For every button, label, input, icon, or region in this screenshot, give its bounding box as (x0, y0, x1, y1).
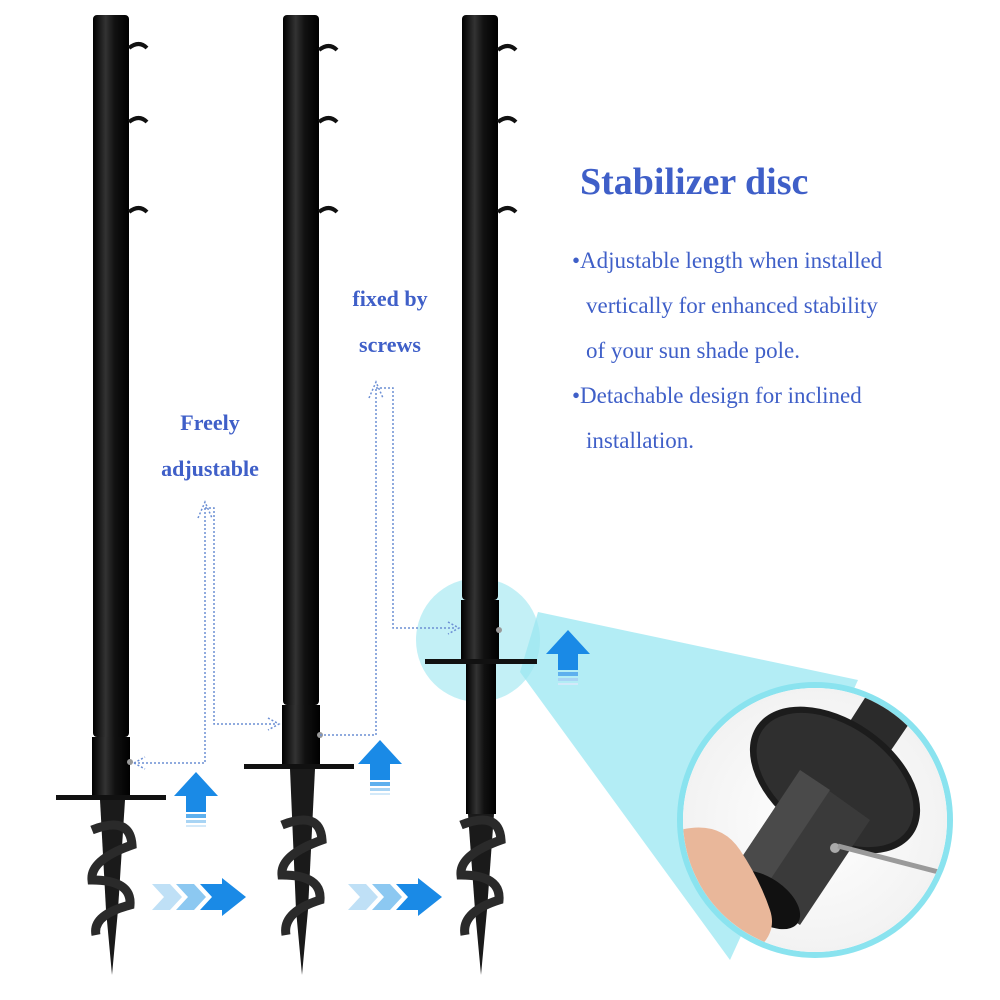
pole-middle (244, 15, 354, 975)
guide-arrow-fixed (320, 380, 461, 736)
label-freely-adjustable: Freely adjustable (140, 400, 280, 492)
feature-line: of your sun shade pole. (586, 338, 800, 363)
feature-line: •Detachable design for inclined (572, 383, 862, 408)
up-arrow-middle-icon (358, 740, 402, 795)
feature-list: •Adjustable length when installed vertic… (572, 238, 992, 463)
up-arrow-right-icon (546, 630, 590, 685)
heading-stabilizer-disc: Stabilizer disc (580, 161, 809, 203)
up-arrow-left-icon (174, 772, 218, 827)
chevron-arrow-left-icon (152, 878, 246, 916)
label-line: screws (359, 332, 421, 357)
feature-line: •Adjustable length when installed (572, 248, 883, 273)
feature-line: vertically for enhanced stability (586, 293, 878, 318)
pole-left (56, 15, 166, 975)
zoom-detail (677, 682, 953, 958)
label-line: Freely (180, 410, 240, 435)
label-line: fixed by (352, 286, 428, 311)
guide-arrow-freely (133, 500, 281, 770)
label-line: adjustable (161, 456, 259, 481)
label-fixed-by-screws: fixed by screws (330, 276, 450, 368)
feature-item: •Adjustable length when installed vertic… (572, 238, 992, 373)
pole-right (425, 15, 537, 975)
chevron-arrow-right-icon (348, 878, 442, 916)
feature-item: •Detachable design for inclined installa… (572, 373, 992, 463)
feature-line: installation. (586, 428, 694, 453)
